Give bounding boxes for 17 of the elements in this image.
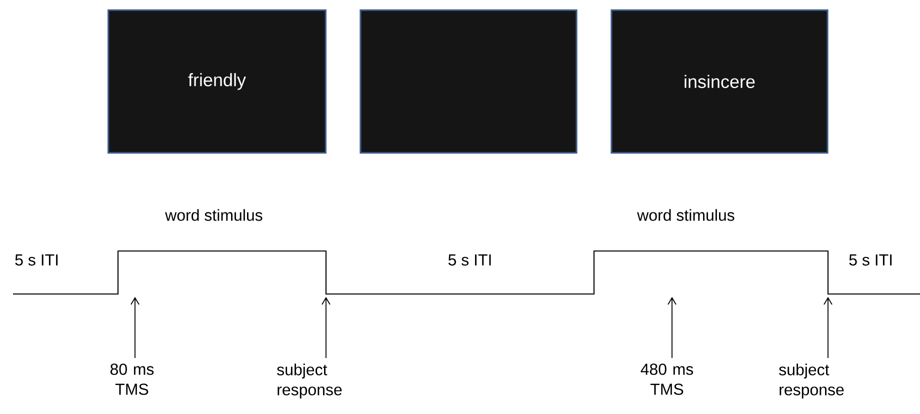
arrow [668,296,676,305]
arrow [130,296,140,305]
annotation-text: subject response [277,364,342,399]
interval-label: 5 s ITI [849,254,892,266]
annotation-text: subject response [779,364,844,399]
annotation-text: 80 ms TMS [110,364,154,395]
interval-label: 5 s ITI [448,254,491,266]
arrow [824,296,832,305]
phase-label: word stimulus [637,209,734,221]
annotation-text: 480 ms TMS [640,364,694,395]
arrow [322,296,330,305]
screen-box: friendly [108,9,326,154]
screen-box [360,9,578,154]
interval-label: 5 s ITI [15,254,58,266]
screen-box: insincere [610,9,828,154]
phase-label: word stimulus [165,209,262,221]
timing-trace [13,250,920,295]
